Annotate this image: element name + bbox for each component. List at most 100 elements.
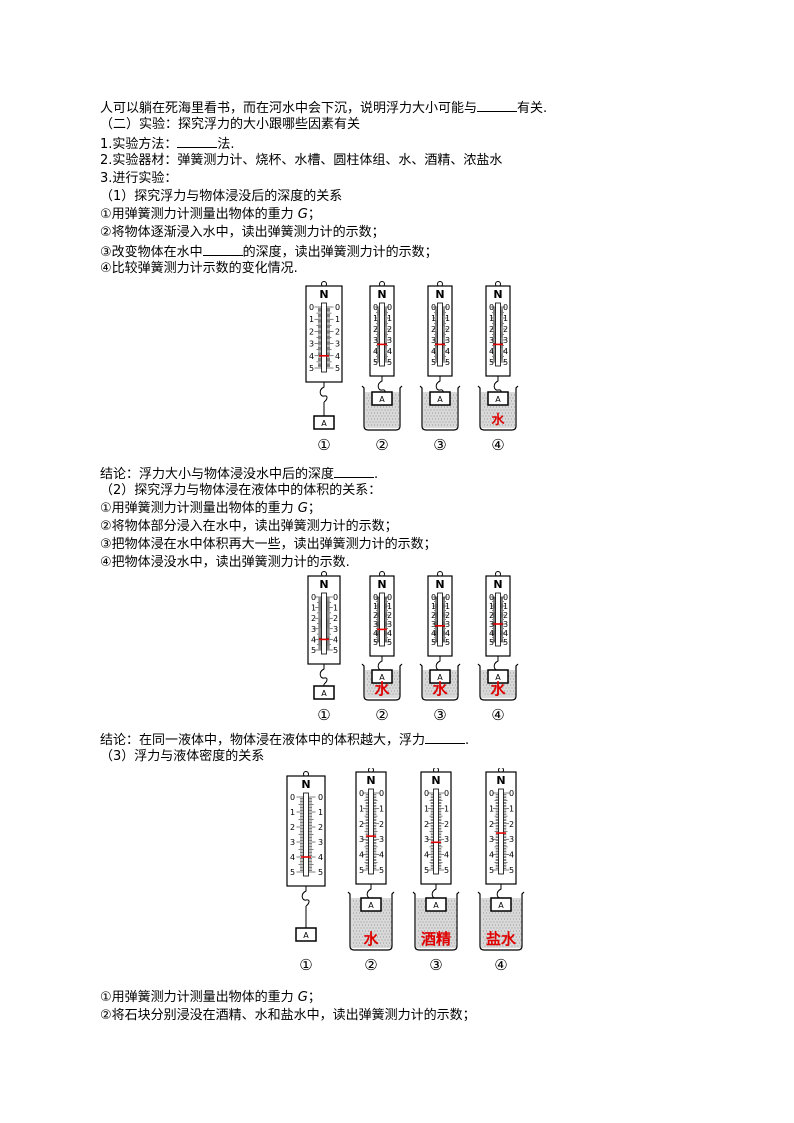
figure-number: ④ [491, 436, 504, 454]
scale-number: 0 [318, 793, 323, 802]
answer-blank[interactable] [202, 243, 243, 256]
scale-number: 5 [333, 646, 338, 655]
liquid-dot [371, 424, 372, 426]
liquid-dot [502, 687, 504, 689]
liquid-dot [429, 412, 430, 414]
liquid-dot [449, 927, 451, 929]
liquid-dot [436, 421, 438, 423]
scale-number: 0 [333, 593, 338, 602]
liquid-dot [513, 690, 514, 692]
answer-blank[interactable] [177, 135, 218, 148]
liquid-dot [419, 933, 421, 935]
liquid-dot [380, 930, 381, 932]
liquid-dot [519, 900, 520, 902]
liquid-dot [500, 415, 502, 417]
liquid-dot [493, 418, 494, 420]
answer-blank[interactable] [334, 465, 375, 478]
liquid-dot [356, 906, 357, 908]
scale-number: 3 [359, 835, 364, 844]
liquid-dot [375, 921, 377, 923]
liquid-dot [448, 912, 449, 914]
scale-number: 2 [431, 611, 436, 620]
liquid-dot [394, 678, 395, 680]
liquid-dot [378, 927, 380, 929]
liquid-dot [520, 945, 522, 947]
liquid-dot [369, 403, 371, 405]
object-block [371, 391, 393, 406]
liquid-dot [371, 687, 373, 689]
liquid-dot [495, 690, 496, 692]
liquid-dot [381, 927, 383, 929]
liquid-dot [456, 693, 458, 695]
liquid-dot [450, 424, 451, 426]
scale-number: 0 [445, 303, 450, 312]
liquid-dot [427, 936, 428, 938]
liquid-dot [353, 906, 354, 908]
liquid-dot [514, 909, 516, 911]
scale-number: 0 [290, 793, 295, 802]
liquid-dot [367, 678, 368, 680]
liquid-dot [362, 924, 363, 926]
scale-number: 3 [503, 620, 508, 629]
scale-number: 2 [503, 611, 508, 620]
liquid-dot [493, 406, 494, 408]
liquid-dot [380, 424, 381, 426]
liquid-dot [387, 939, 389, 941]
liquid-dot [449, 684, 450, 686]
liquid-dot [487, 915, 489, 917]
liquid-dot [483, 918, 484, 920]
liquid-dot [396, 397, 398, 399]
liquid-dot [454, 906, 455, 908]
liquid-dot [426, 418, 427, 420]
liquid-dot [389, 918, 390, 920]
liquid-dot [433, 918, 434, 920]
answer-blank[interactable] [477, 99, 518, 112]
liquid-dot [440, 921, 442, 923]
liquid-dot [353, 912, 354, 914]
liquid-dot [391, 690, 392, 692]
liquid-dot [383, 687, 385, 689]
liquid-dot [435, 424, 436, 426]
scale-number: 3 [503, 336, 508, 345]
liquid-dot [493, 921, 495, 923]
liquid-dot [516, 930, 517, 932]
liquid-dot [511, 933, 513, 935]
scale-number: 1 [444, 804, 449, 813]
scale-number: 4 [503, 347, 508, 356]
liquid-dot [436, 409, 438, 411]
conclusion-line: 结论：浮力大小与物体浸没水中后的深度. [100, 465, 379, 482]
liquid-dot [490, 693, 492, 695]
liquid-dot [372, 415, 374, 417]
liquid-dot [383, 924, 384, 926]
block-label: A [368, 901, 374, 910]
figure-number: ① [317, 706, 330, 724]
liquid-dot [424, 421, 426, 423]
answer-blank[interactable] [425, 731, 466, 744]
liquid-dot [377, 424, 378, 426]
liquid-dot [380, 912, 381, 914]
subsection-title: （2）探究浮力与物体浸在液体中的体积的关系： [100, 483, 382, 498]
liquid-dot [454, 397, 456, 399]
liquid-dot [431, 939, 433, 941]
liquid-dot [356, 924, 357, 926]
liquid-dot [371, 406, 372, 408]
liquid-dot [493, 687, 495, 689]
beaker-icon [347, 891, 395, 951]
liquid-dot [495, 924, 496, 926]
liquid-dot [368, 693, 370, 695]
liquid-dot [366, 397, 368, 399]
liquid-dot [493, 939, 495, 941]
liquid-dot [516, 900, 517, 902]
liquid-dot [381, 915, 383, 917]
liquid-dot [510, 936, 511, 938]
liquid-label: 水 [363, 930, 379, 948]
liquid-dot [456, 394, 457, 396]
liquid-dot [393, 409, 395, 411]
scale-number: 3 [431, 620, 436, 629]
liquid-dot [393, 403, 395, 405]
liquid-dot [443, 684, 444, 686]
liquid-dot [451, 912, 452, 914]
liquid-dot [434, 684, 435, 686]
liquid-dot [484, 945, 486, 947]
liquid-dot [506, 421, 508, 423]
